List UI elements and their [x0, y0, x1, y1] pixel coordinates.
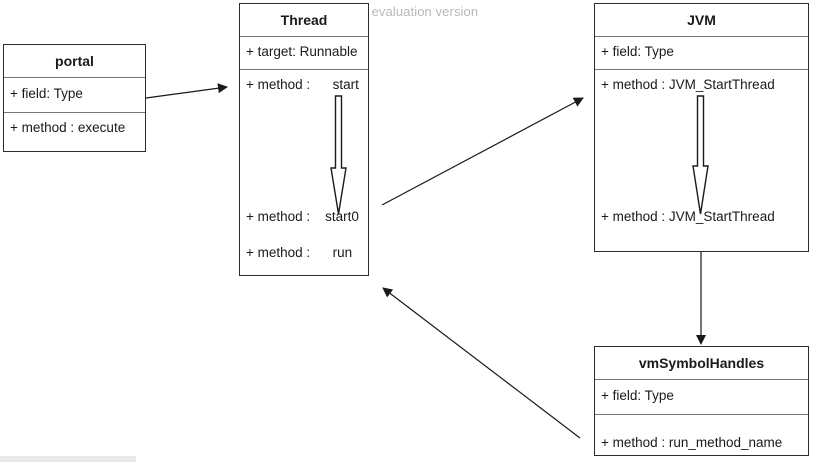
method-row-start-thread: + method : JVM_StartThread	[601, 77, 775, 92]
class-vmsymbolhandles[interactable]: vmSymbolHandles + field: Type + method :…	[594, 346, 809, 456]
arrow-thread-to-jvm	[381, 97, 584, 206]
arrow-portal-to-thread	[145, 83, 228, 99]
bottom-strip	[0, 456, 136, 462]
method-row-start-thread-2: + method : JVM_StartThread	[601, 209, 775, 224]
field-row: + field: Type	[601, 388, 674, 403]
methods-section: + method : run_method_name	[595, 415, 808, 457]
class-title: vmSymbolHandles	[595, 347, 808, 380]
class-title: JVM	[595, 4, 808, 37]
fields-section: + field: Type	[4, 78, 145, 113]
arrow-vmsymbolhandles-to-thread	[382, 287, 581, 439]
flow-arrow-startthread-to-startthread	[692, 95, 709, 215]
method-row-run: + method : run	[246, 245, 353, 260]
method-row: + method : run_method_name	[601, 435, 783, 450]
fields-section: + field: Type	[595, 380, 808, 415]
field-row: + field: Type	[10, 86, 83, 101]
methods-section: + method : start + method : start0 + met…	[240, 70, 368, 277]
flow-arrow-start-to-start0	[330, 95, 347, 215]
method-row-start: + method : start	[246, 77, 359, 92]
methods-section: + method : execute	[4, 113, 145, 153]
class-title: portal	[4, 45, 145, 78]
class-thread[interactable]: Thread + target: Runnable + method : sta…	[239, 3, 369, 276]
methods-section: + method : JVM_StartThread + method : JV…	[595, 70, 808, 253]
class-portal[interactable]: portal + field: Type + method : execute	[3, 44, 146, 152]
class-title: Thread	[240, 4, 368, 37]
fields-section: + field: Type	[595, 37, 808, 70]
method-row-start0: + method : start0	[246, 209, 359, 224]
method-row: + method : execute	[10, 120, 126, 135]
field-row: + field: Type	[601, 44, 674, 59]
fields-section: + target: Runnable	[240, 37, 368, 70]
field-row: + target: Runnable	[246, 44, 358, 59]
